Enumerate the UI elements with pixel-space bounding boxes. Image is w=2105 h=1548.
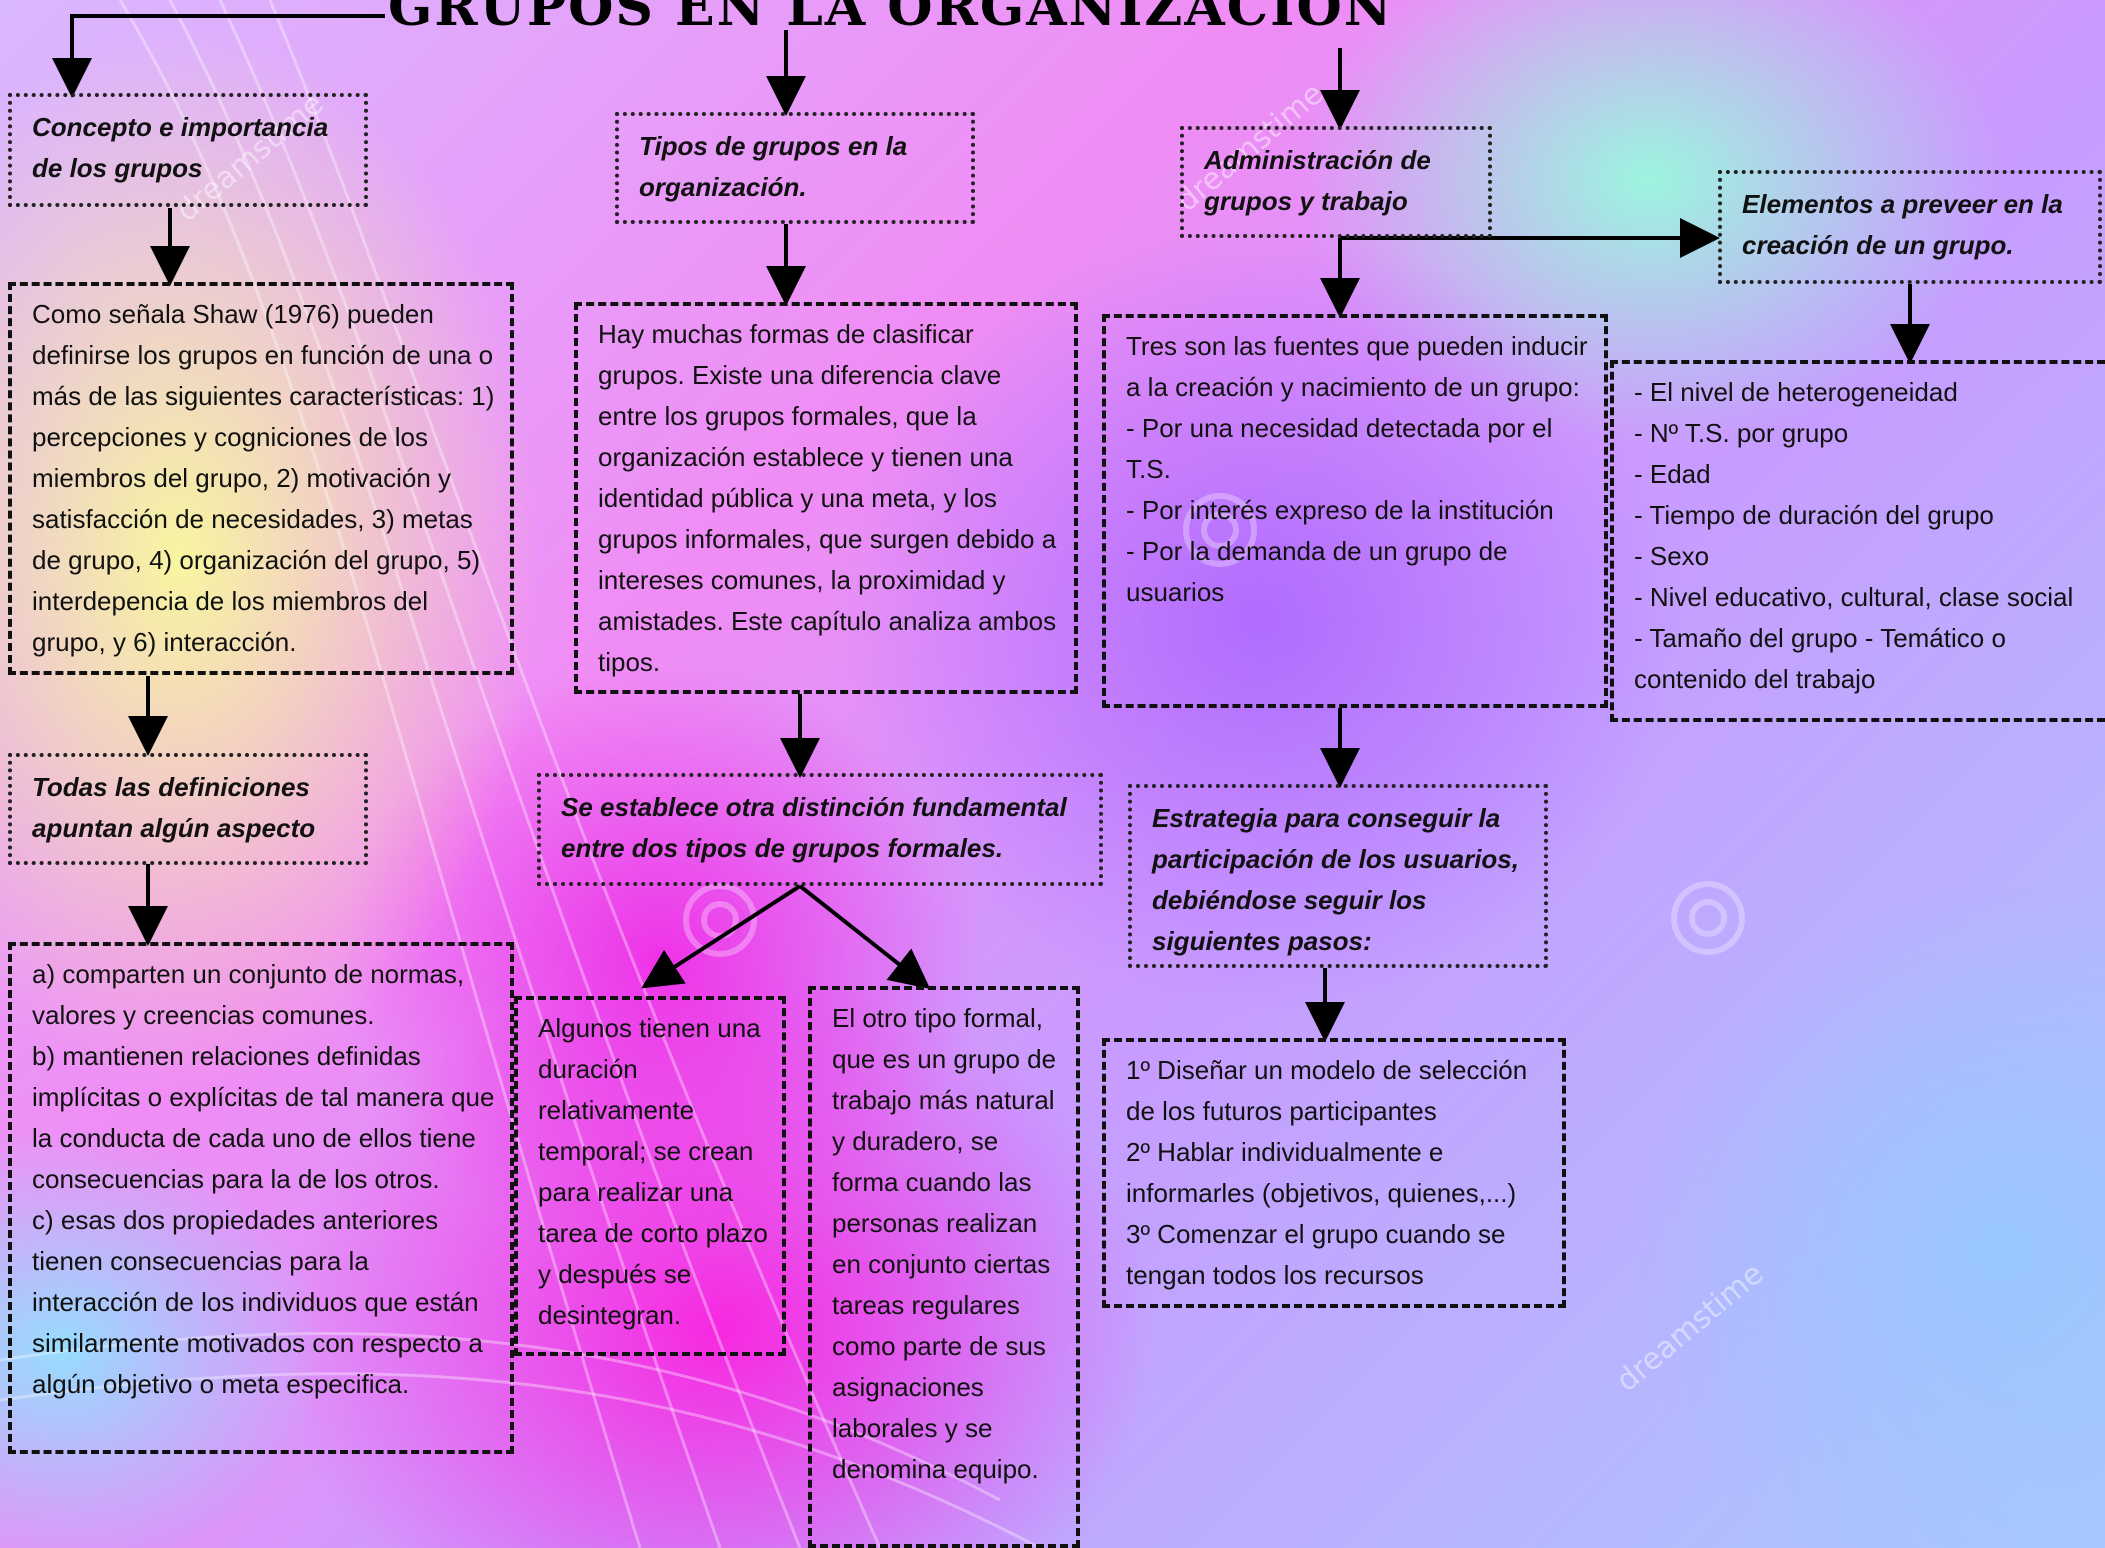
- node-estrategia-label: Estrategia para conseguir la participaci…: [1152, 803, 1519, 956]
- node-concepto-text-content: Como señala Shaw (1976) pueden definirse…: [32, 299, 495, 657]
- node-pasos: 1º Diseñar un modelo de selección de los…: [1102, 1038, 1566, 1308]
- node-temporal-text: Algunos tienen una duración relativament…: [538, 1013, 768, 1330]
- node-pasos-text: 1º Diseñar un modelo de selección de los…: [1126, 1055, 1528, 1290]
- node-equipo: El otro tipo formal, que es un grupo de …: [808, 986, 1080, 1548]
- node-tipos-label: Tipos de grupos en la organización.: [639, 131, 908, 202]
- node-distincion-label: Se establece otra distinción fundamental…: [561, 792, 1067, 863]
- node-todas-text-content: a) comparten un conjunto de normas, valo…: [32, 959, 495, 1399]
- node-elementos-text: - El nivel de heterogeneidad - Nº T.S. p…: [1610, 360, 2105, 722]
- diagram-title: GRUPOS EN LA ORGANIZACIÓN: [388, 0, 1394, 38]
- node-tipos: Tipos de grupos en la organización.: [615, 112, 975, 224]
- node-tipos-text-content: Hay muchas formas de clasificar grupos. …: [598, 319, 1057, 677]
- node-elementos-label: Elementos a preveer en la creación de un…: [1742, 189, 2063, 260]
- node-concepto: Concepto e importancia de los grupos: [8, 93, 368, 207]
- node-fuentes-text: Tres son las fuentes que pueden inducir …: [1126, 331, 1588, 607]
- node-todas-text: a) comparten un conjunto de normas, valo…: [8, 942, 514, 1454]
- node-estrategia: Estrategia para conseguir la participaci…: [1128, 784, 1548, 968]
- node-distincion: Se establece otra distinción fundamental…: [537, 773, 1103, 886]
- node-tipos-text: Hay muchas formas de clasificar grupos. …: [574, 302, 1078, 694]
- node-admin-label: Administración de grupos y trabajo: [1204, 145, 1431, 216]
- node-todas-label: Todas las definiciones apuntan algún asp…: [32, 772, 316, 843]
- node-elementos-text-content: - El nivel de heterogeneidad - Nº T.S. p…: [1634, 377, 2074, 694]
- node-concepto-label: Concepto e importancia de los grupos: [32, 112, 329, 183]
- node-concepto-text: Como señala Shaw (1976) pueden definirse…: [8, 282, 514, 675]
- node-admin: Administración de grupos y trabajo: [1180, 126, 1492, 238]
- node-temporal: Algunos tienen una duración relativament…: [514, 996, 786, 1356]
- node-elementos: Elementos a preveer en la creación de un…: [1718, 170, 2102, 284]
- node-fuentes: Tres son las fuentes que pueden inducir …: [1102, 314, 1608, 708]
- node-todas: Todas las definiciones apuntan algún asp…: [8, 753, 368, 865]
- node-equipo-text: El otro tipo formal, que es un grupo de …: [832, 1003, 1057, 1484]
